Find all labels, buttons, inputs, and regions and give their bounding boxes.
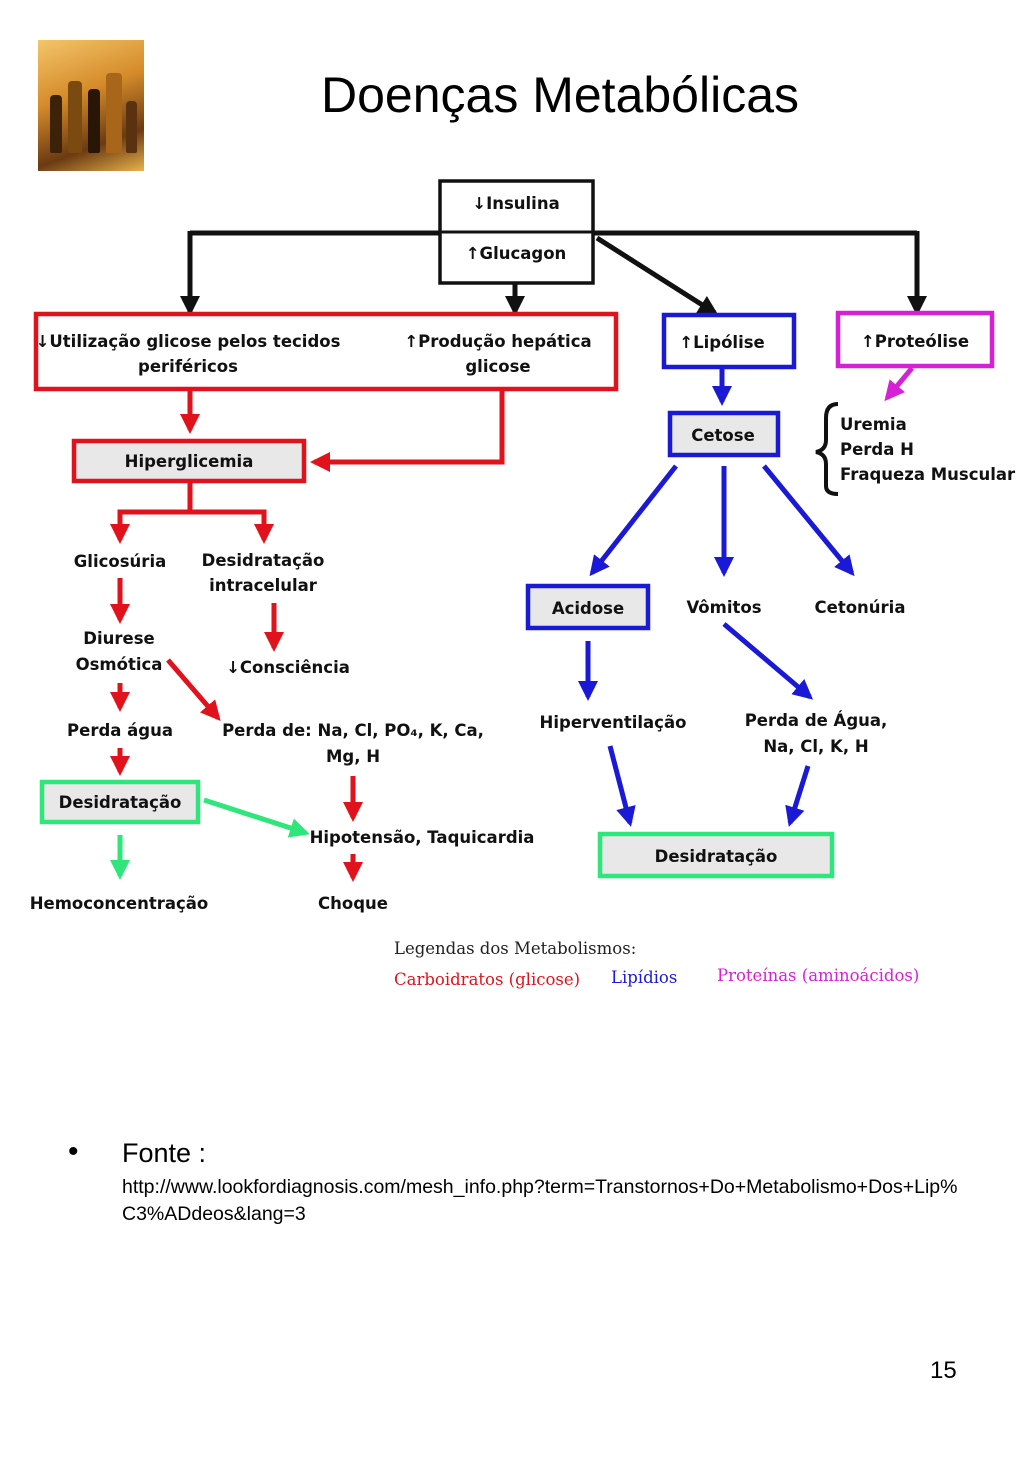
hipotensao-label: Hipotensão, Taquicardia: [310, 828, 535, 847]
arrow-to-acidose: [589, 464, 678, 577]
bullet: •: [68, 1135, 79, 1168]
producao-label-1: ↑Produção hepática: [404, 332, 591, 351]
arrow-perda-to-desidratacao: [785, 765, 811, 827]
legend-proteins: Proteínas (aminoácidos): [717, 966, 919, 985]
desidratacao-intra-label-2: intracelular: [209, 576, 318, 595]
legend-lipids: Lipídios: [611, 968, 677, 987]
hiperglicemia-label: Hiperglicemia: [125, 452, 254, 471]
arrow-to-cetonuria: [762, 464, 855, 577]
arrow-desidratacao-to-hipotensao: [203, 797, 310, 838]
perda-de-label-2: Mg, H: [326, 747, 380, 766]
perda-agua-right-label-1: Perda de Água,: [745, 711, 888, 730]
hiperglicemia-box: [71, 438, 307, 484]
acidose-box: [525, 583, 651, 631]
proteolise-label: ↑Proteólise: [861, 332, 969, 351]
arrow-producao-to-hiperglicemia: [310, 391, 505, 472]
arrow-to-desidratacao-intra: [190, 509, 274, 544]
insulina-label: ↓Insulina: [472, 194, 559, 213]
diurese-label: Diurese: [83, 629, 154, 648]
arrow-to-glicosuria: [110, 483, 193, 544]
desidratacao-left-box: [39, 779, 201, 825]
perda-agua-label: Perda água: [67, 721, 173, 740]
hemoconcentracao-label: Hemoconcentração: [30, 894, 209, 913]
perda-h-label: Perda H: [840, 440, 914, 459]
arrow-to-perda-agua-right: [722, 622, 814, 700]
lipolise-box: [661, 312, 797, 370]
metabolic-diseases-diagram: ↓Insulina ↑Glucagon ↓Utilização glicose …: [30, 179, 1016, 989]
legend-title: Legendas dos Metabolismos:: [394, 939, 636, 958]
utilizacao-label-1: ↓Utilização glicose pelos tecidos: [36, 332, 341, 351]
osmotica-label: Osmótica: [76, 655, 163, 674]
cetose-box: [667, 410, 781, 458]
cetose-label: Cetose: [691, 426, 755, 445]
proteolise-box: [835, 310, 995, 369]
desidratacao-right-box: [597, 831, 835, 879]
source-url[interactable]: http://www.lookfordiagnosis.com/mesh_inf…: [122, 1176, 958, 1225]
cetonuria-label: Cetonúria: [815, 598, 906, 617]
symptoms-brace: [815, 402, 839, 496]
consciencia-label: ↓Consciência: [226, 658, 350, 677]
utilizacao-label-2: periféricos: [138, 357, 238, 376]
desidratacao-intra-label-1: Desidratação: [202, 551, 325, 570]
page-number: 15: [930, 1357, 957, 1384]
arrow-hiperventilacao-to-desidratacao: [607, 745, 636, 827]
legend-carbohydrates: Carboidratos (glicose): [394, 970, 580, 989]
glucose-utilization-box: [33, 311, 619, 392]
arrow-to-symptoms: [884, 366, 914, 402]
perda-agua-right-label-2: Na, Cl, K, H: [763, 737, 868, 756]
perda-de-label-1: Perda de: Na, Cl, PO₄, K, Ca,: [222, 721, 484, 740]
hiperventilacao-label: Hiperventilação: [540, 713, 687, 732]
fraqueza-label: Fraqueza Muscular: [840, 465, 1016, 484]
page-title: Doenças Metabólicas: [320, 67, 800, 123]
choque-label: Choque: [318, 894, 388, 913]
arrow-to-perda-de: [166, 658, 221, 722]
vomitos-label: Vômitos: [686, 598, 761, 617]
acidose-label: Acidose: [552, 599, 624, 618]
glucagon-label: ↑Glucagon: [466, 244, 567, 263]
uremia-label: Uremia: [840, 415, 907, 434]
glicosuria-label: Glicosúria: [74, 552, 166, 571]
food-and-bottles-image: [38, 40, 144, 171]
arrow-to-lipolise: [595, 235, 719, 316]
desidratacao-right-label: Desidratação: [655, 847, 778, 866]
source-label: Fonte :: [122, 1138, 207, 1168]
lipolise-label: ↑Lipólise: [679, 333, 764, 352]
producao-label-2: glicose: [465, 357, 530, 376]
desidratacao-left-label: Desidratação: [59, 793, 182, 812]
